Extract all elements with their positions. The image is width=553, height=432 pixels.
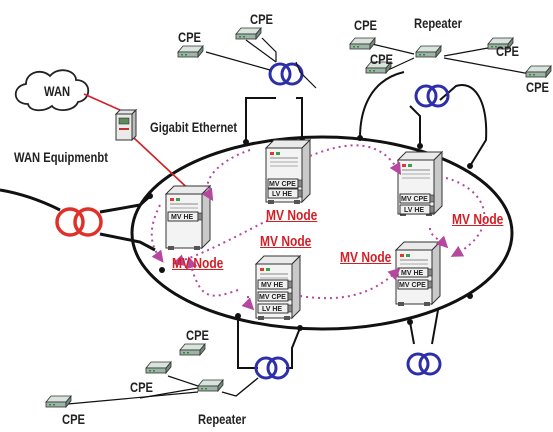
svg-text:LV HE: LV HE [272, 191, 292, 198]
cpe-device-icon [179, 343, 206, 356]
wan-label: WAN [44, 83, 71, 99]
cpe-device-icon [349, 37, 376, 50]
svg-text:LV HE: LV HE [262, 306, 282, 313]
cpe-label: CPE [250, 11, 274, 27]
transformer-red [55, 207, 103, 237]
svg-text:MV HE: MV HE [171, 214, 194, 221]
repeater-label-top: Repeater [414, 15, 462, 31]
feeder-line-top [0, 188, 61, 212]
cpe-label: CPE [62, 411, 86, 427]
cpe-label: CPE [526, 79, 550, 95]
repeater-label-bottom: Repeater [198, 411, 246, 427]
wan-equipment-icon [114, 108, 138, 142]
cpe-device-icon [177, 45, 204, 58]
svg-text:MV CPE: MV CPE [259, 294, 286, 301]
cpe-device-icon [145, 361, 172, 374]
cpe-label: CPE [130, 379, 154, 395]
repeater-icon [415, 45, 442, 58]
gigabit-ethernet-label: Gigabit Ethernet [150, 119, 238, 135]
cpe-label: CPE [186, 327, 210, 343]
wan-equipment-label: WAN Equipmenbt [14, 149, 108, 165]
cpe-device-icon [235, 27, 262, 40]
svg-text:LV HE: LV HE [404, 207, 424, 214]
svg-text:MV CPE: MV CPE [399, 282, 426, 289]
cpe-label: CPE [178, 29, 202, 45]
feeder-line-bottom [99, 232, 156, 252]
mv-node-label: MV Node [172, 255, 224, 272]
transformer-bottom [254, 356, 290, 380]
wan-cloud [14, 69, 90, 112]
transformer-bottom-right [406, 352, 442, 376]
cpe-label: CPE [354, 17, 378, 33]
cpe-label: CPE [496, 43, 520, 59]
svg-text:MV HE: MV HE [261, 282, 284, 289]
mv-node-label: MV Node [266, 207, 318, 224]
mv-node-label: MV Node [260, 233, 312, 250]
mv-node-links [150, 144, 486, 311]
cpe-device-icon [45, 395, 72, 408]
mv-node-label: MV Node [340, 249, 392, 266]
svg-text:MV HE: MV HE [401, 270, 424, 277]
transformer-top [268, 62, 304, 86]
mv-ring [130, 135, 514, 331]
mv-node-label: MV Node [452, 211, 504, 228]
svg-text:MV CPE: MV CPE [269, 181, 296, 188]
cpe-device-icon [525, 65, 552, 78]
cpe-label: CPE [370, 51, 394, 67]
repeater-icon [197, 379, 224, 392]
svg-text:MV CPE: MV CPE [401, 196, 428, 203]
